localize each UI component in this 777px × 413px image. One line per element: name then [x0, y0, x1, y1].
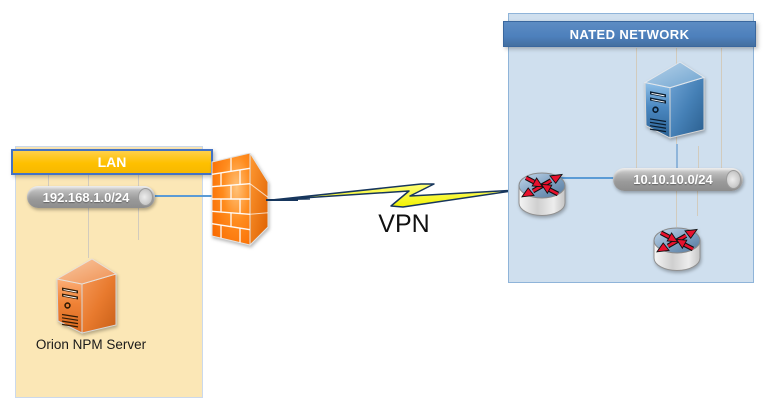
nated-server-icon	[644, 61, 706, 139]
nated-subnet-label: 10.10.10.0/24	[633, 172, 713, 187]
connector-stub	[697, 191, 698, 216]
nated-zone-header: NATED NETWORK	[503, 21, 756, 47]
cylinder-cap	[138, 188, 153, 206]
lan-zone-header: LAN	[11, 149, 213, 175]
router-subnet-link	[560, 177, 616, 179]
nated-subnet-cylinder: 10.10.10.0/24	[613, 168, 743, 191]
server-subnet-link	[676, 144, 678, 170]
vpn-lightning-icon	[265, 183, 519, 208]
lan-subnet-label: 192.168.1.0/24	[42, 189, 130, 205]
lan-firewall-link	[152, 195, 222, 197]
lan-server-label: Orion NPM Server	[35, 337, 147, 352]
nated-zone	[508, 13, 754, 283]
firewall-icon	[211, 153, 269, 247]
cylinder-cap	[726, 170, 741, 189]
router-icon	[518, 172, 566, 216]
connector-stub	[636, 48, 637, 170]
connector-stub	[698, 146, 699, 170]
nated-zone-title: NATED NETWORK	[569, 26, 690, 42]
vpn-label: VPN	[378, 210, 430, 238]
router-icon	[653, 227, 701, 271]
lan-zone-title: LAN	[97, 154, 127, 170]
connector-stub	[88, 175, 89, 258]
connector-stub	[676, 191, 677, 227]
connector-stub	[721, 48, 722, 170]
lan-server-icon	[56, 258, 118, 334]
lan-subnet-cylinder: 192.168.1.0/24	[27, 186, 155, 208]
